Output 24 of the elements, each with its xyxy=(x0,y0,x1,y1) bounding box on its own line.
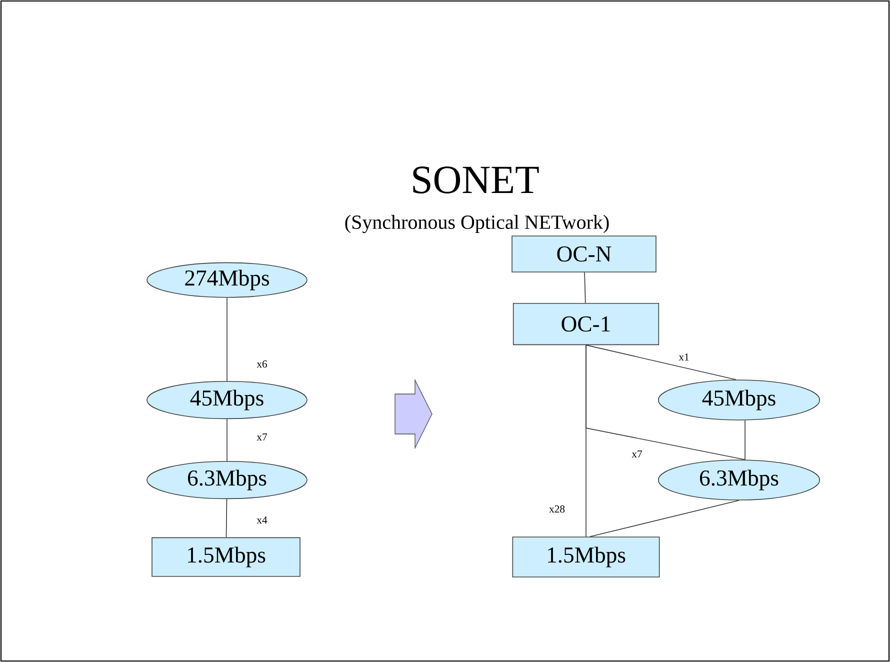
connector-line xyxy=(586,344,736,380)
ellipse-node: 6.3Mbps xyxy=(658,460,820,500)
rate-box: OC-1 xyxy=(512,302,660,346)
rate-box: 1.5Mbps xyxy=(512,536,660,578)
ellipse-node: 45Mbps xyxy=(658,380,820,420)
rate-box: 1.5Mbps xyxy=(152,537,300,577)
ellipse-node: 6.3Mbps xyxy=(146,460,308,500)
edge-label: x4 xyxy=(255,515,269,525)
subtitle: (Synchronous Optical NETwork) xyxy=(345,214,609,234)
ellipse-node: 45Mbps xyxy=(146,380,308,420)
connector-line xyxy=(226,297,228,382)
edge-label: x28 xyxy=(548,504,566,514)
ellipse-node: 274Mbps xyxy=(146,262,308,298)
edge-label: x7 xyxy=(255,432,269,442)
connector-line xyxy=(744,420,746,460)
edge-label: x6 xyxy=(255,359,269,369)
rate-box: OC-N xyxy=(512,236,656,272)
connector-line xyxy=(590,500,740,537)
connector-line xyxy=(584,272,586,304)
edge-label: x1 xyxy=(677,352,691,362)
connector-line xyxy=(226,418,228,462)
connector-line xyxy=(226,498,228,538)
slide-title: SONET xyxy=(413,166,539,194)
edge-label: x7 xyxy=(630,449,644,459)
